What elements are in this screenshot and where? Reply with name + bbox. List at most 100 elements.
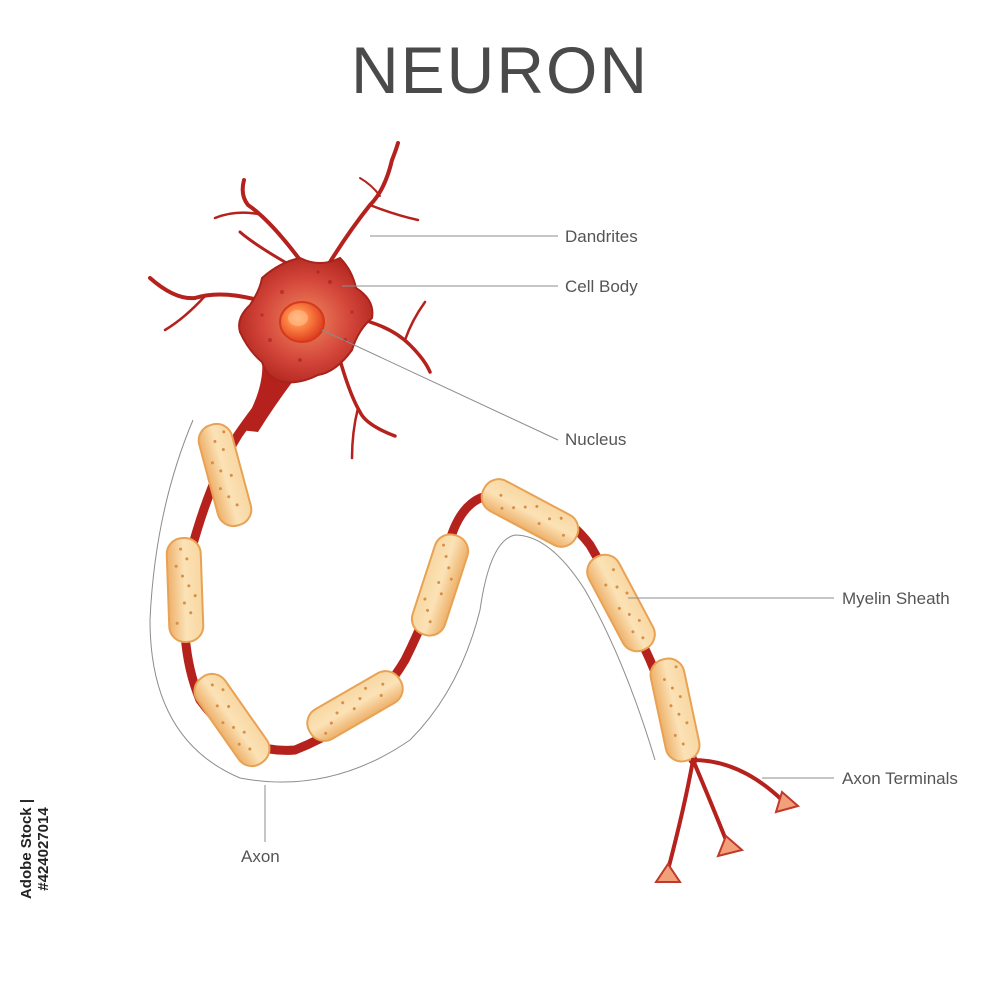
myelin-speckle [174,564,178,568]
dendrites [148,141,432,460]
myelin-speckle [210,683,214,687]
myelin-speckle [437,580,441,584]
myelin-speckle [221,721,225,725]
myelin-speckle [229,473,233,477]
dendrite-branch [148,276,260,302]
myelin-segment [410,533,470,637]
myelin-speckle [641,636,645,640]
myelin-speckle [512,506,516,510]
myelin-speckle [674,665,678,669]
myelin-segment [193,672,271,768]
myelin-speckle [335,711,339,715]
myelin-speckle [189,611,193,615]
terminal-button [774,790,801,814]
myelin-segment [480,478,580,548]
terminal-buttons [654,790,801,883]
myelin-speckle [662,678,666,682]
dendrite-branch [368,320,432,374]
axon-bracket [149,419,656,783]
myelin-segment [586,553,656,653]
dendrite-branch [238,230,292,267]
myelin-speckle [237,742,241,746]
dendrite-branch [240,178,302,262]
myelin-speckle [187,584,191,588]
myelin-speckle [535,504,539,508]
myelin-speckle [185,557,189,561]
terminal-button [654,862,682,883]
nucleolus [288,310,308,326]
myelin-segment [649,657,701,763]
myelin-speckle [423,597,427,601]
myelin-speckle [627,612,631,616]
myelin-speckle [210,461,214,465]
myelin-speckle [426,608,430,612]
myelin-speckle [248,747,252,751]
myelin-speckle [182,601,186,605]
label-dendrites: Dandrites [565,227,638,246]
myelin-segment [165,536,205,644]
myelin-speckle [669,704,673,708]
myelin-speckle [548,517,552,521]
label-axon-terminals: Axon Terminals [842,769,958,788]
axon-terminals [666,758,784,872]
myelin-speckle [329,721,333,725]
myelin-speckle [604,583,608,587]
myelin-speckle [213,439,217,443]
myelin-speckle [215,704,219,708]
dendrite-branch [403,300,427,342]
terminal-button [716,834,745,858]
myelin-speckle [341,701,345,705]
myelin-speckle [685,721,689,725]
myelin-speckle [444,554,448,558]
myelin-speckle [637,618,641,622]
myelin-speckle [561,533,565,537]
dendrite-branch [338,358,397,438]
myelin-speckle [611,568,615,572]
myelin-segment [197,422,253,528]
myelin-speckle [227,704,231,708]
myelin-speckle [447,566,451,570]
terminal-branch [691,758,730,847]
myelin-speckle [681,742,685,746]
terminal-branch [666,758,695,872]
myelin-speckle [232,725,236,729]
myelin-speckle [673,733,677,737]
label-axon: Axon [241,847,280,866]
label-myelin-sheath: Myelin Sheath [842,589,950,608]
myelin-speckle [678,695,682,699]
myelin-speckle [381,682,385,686]
myelin-speckle [559,516,563,520]
myelin-speckle [625,591,629,595]
myelin-speckle [670,686,674,690]
myelin-speckle [219,469,223,473]
myelin-speckle [221,688,225,692]
myelin-speckle [235,503,239,507]
terminal-branch [691,758,784,802]
myelin-speckle [218,487,222,491]
myelin-speckle [364,686,368,690]
diagram-title: NEURON [350,33,649,107]
myelin-speckle [227,495,231,499]
myelin-segment [306,670,404,742]
nucleus-leader [321,329,559,441]
myelin-speckle [179,547,183,551]
dendrite-branch [213,211,260,220]
stock-watermark-id: Adobe Stock | #424027014 [18,798,52,900]
myelin-speckle [181,574,185,578]
myelin-speckle [523,505,527,509]
myelin-speckle [615,585,619,589]
dendrite-branch [359,177,381,197]
label-cell-body: Cell Body [565,277,638,296]
myelin-speckle [175,621,179,625]
myelin-speckle [441,543,445,547]
myelin-speckle [379,693,383,697]
myelin-speckle [358,697,362,701]
dendrite-branch [328,141,400,264]
myelin-speckle [428,620,432,624]
myelin-speckle [537,522,541,526]
myelin-speckle [677,712,681,716]
myelin-sheath [165,422,701,768]
myelin-speckle [617,606,621,610]
dendrite-branch [368,203,420,222]
